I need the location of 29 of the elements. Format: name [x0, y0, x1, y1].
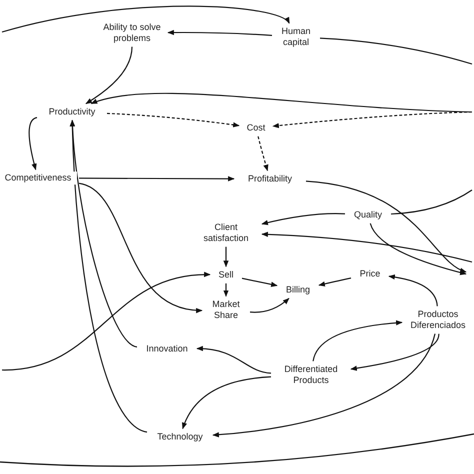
arrow — [28, 117, 38, 170]
arrow — [312, 320, 403, 362]
arrow — [306, 180, 467, 272]
arrow — [318, 278, 352, 286]
arrow — [272, 111, 472, 128]
arrow — [79, 176, 235, 182]
arrow — [370, 223, 467, 276]
arrow — [2, 6, 290, 33]
arrow — [182, 376, 272, 430]
connector-line — [390, 190, 472, 215]
arrow — [2, 272, 211, 371]
arrow — [261, 213, 346, 226]
arrow — [388, 274, 438, 306]
arrow — [212, 334, 436, 438]
arrow — [106, 112, 240, 128]
arrow — [261, 232, 472, 263]
arrow — [70, 120, 148, 433]
arrow — [78, 182, 203, 312]
arrow — [223, 246, 229, 268]
connector-line — [320, 38, 472, 65]
arrow — [223, 283, 229, 297]
arrow — [196, 346, 272, 374]
arrow — [242, 278, 278, 287]
arrow — [350, 334, 440, 371]
arrow — [85, 46, 133, 104]
arrow — [70, 120, 138, 348]
arrow — [167, 30, 272, 36]
arrow — [250, 298, 290, 313]
arrow — [258, 136, 268, 172]
